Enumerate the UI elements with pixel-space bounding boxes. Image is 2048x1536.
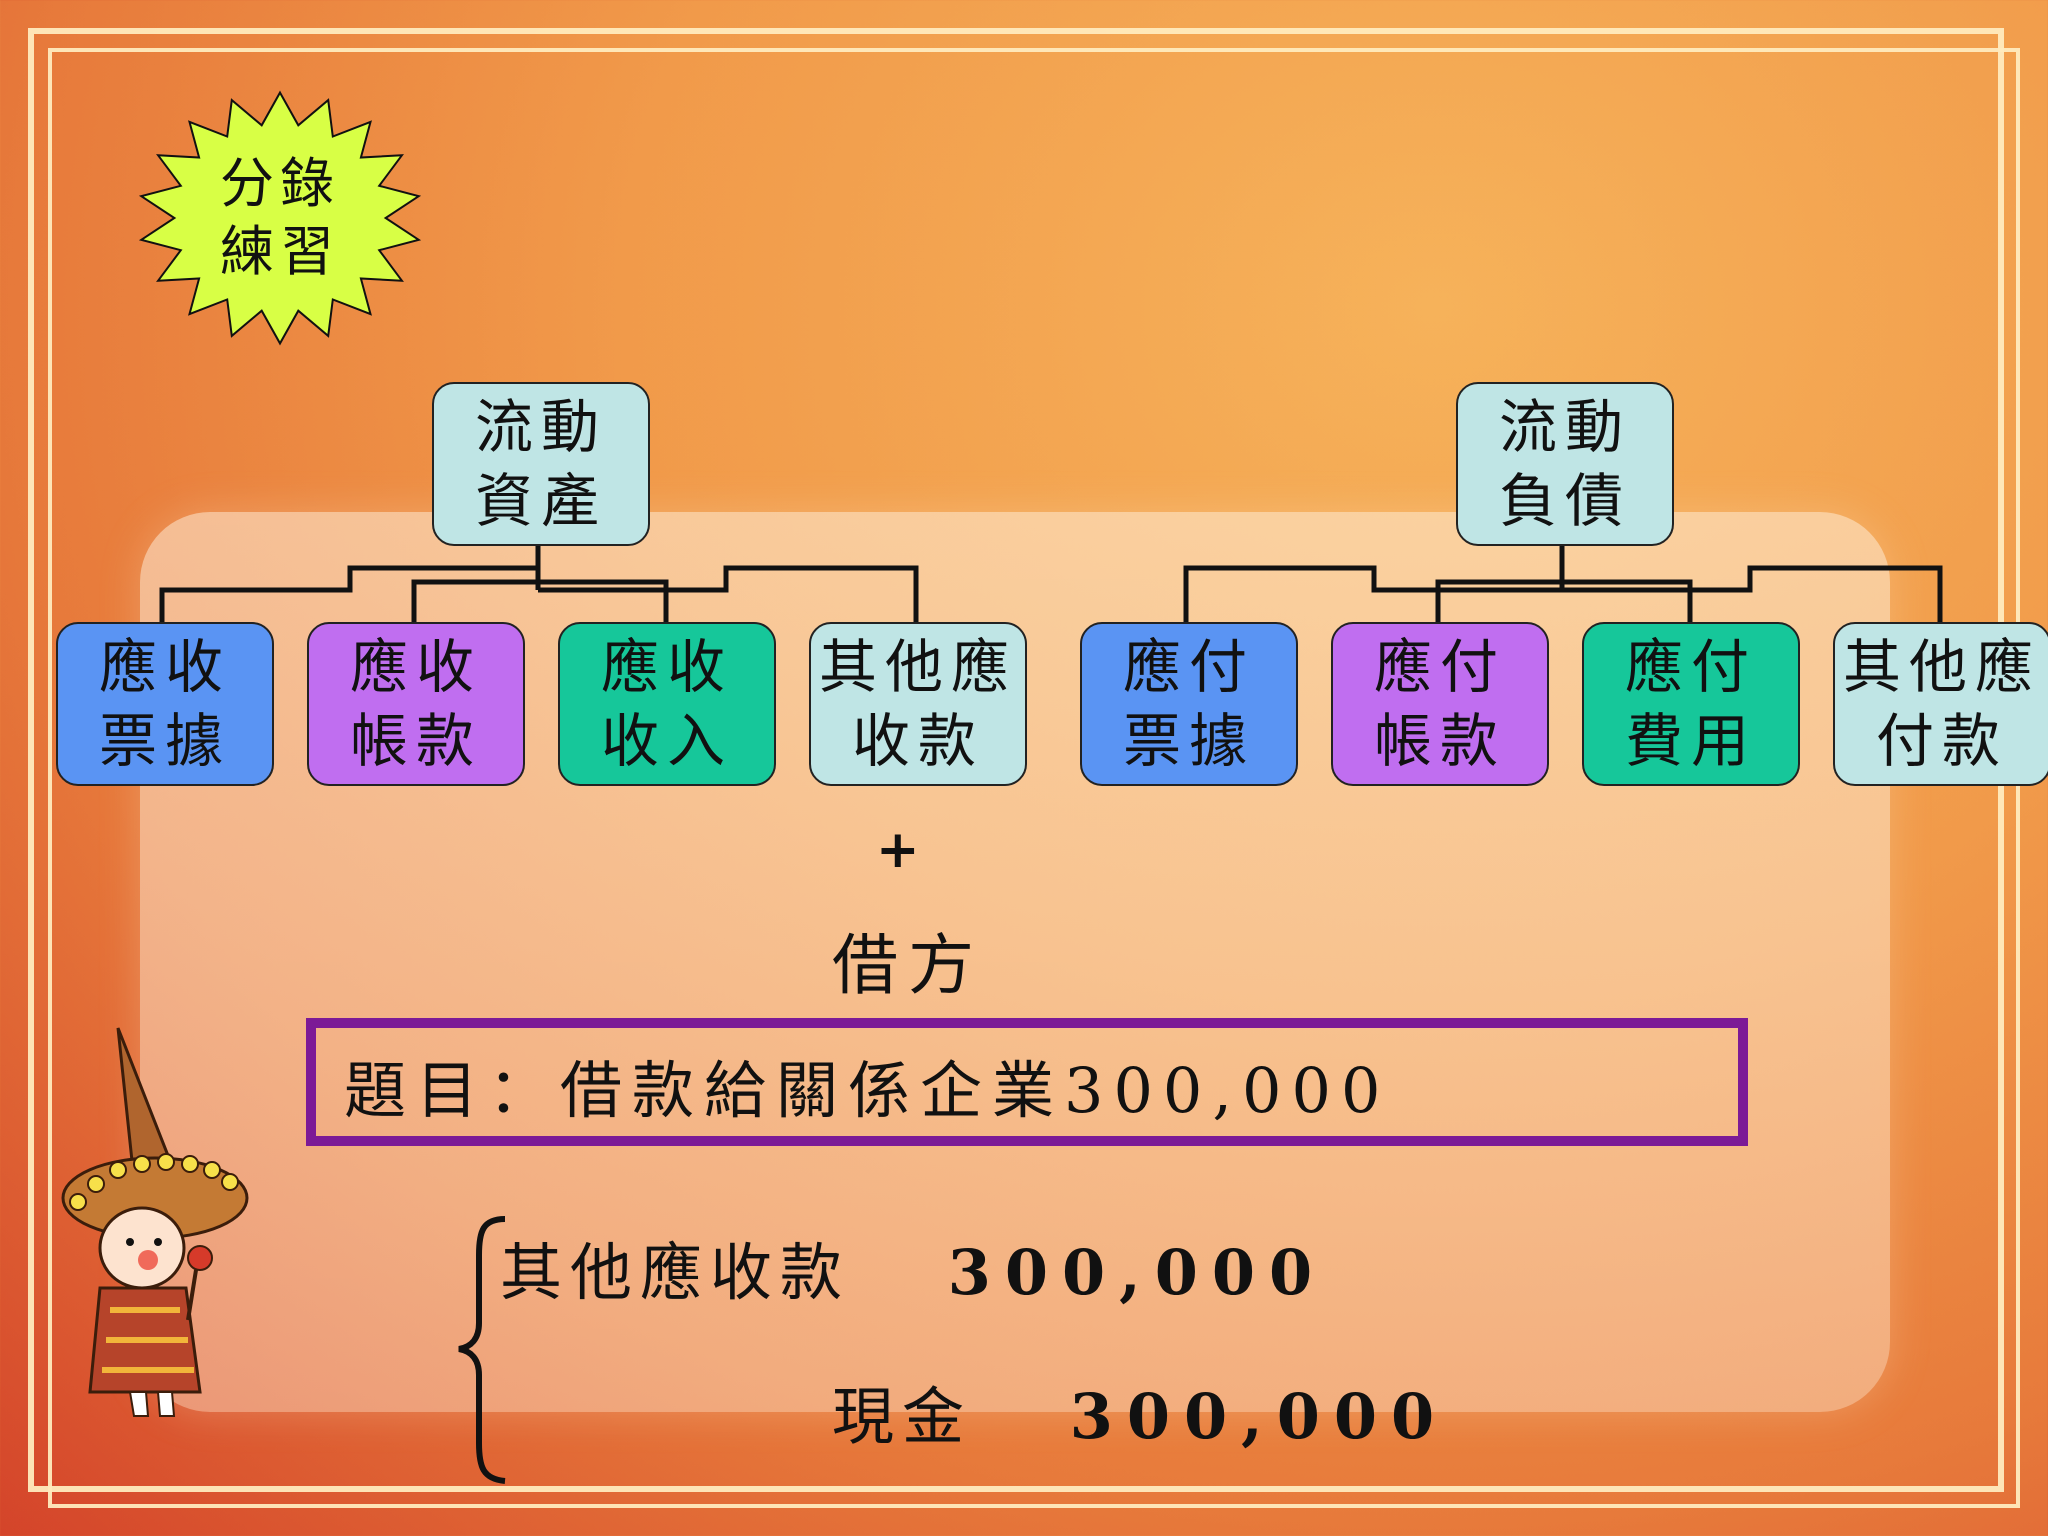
accrued-expenses-line-1: 應付 bbox=[1624, 632, 1757, 701]
revenue-receivable-line-2: 收入 bbox=[600, 707, 733, 775]
connector-liab-1 bbox=[1183, 565, 1562, 622]
debit-label: 借方 bbox=[832, 927, 984, 1004]
journal-entry-debit: 其他應收款 300,000 bbox=[500, 1222, 1326, 1312]
debit-amount: 300,000 bbox=[947, 1236, 1327, 1309]
other-payables-line-1: 其他應 bbox=[1842, 632, 2041, 701]
revenue-receivable-line-1: 應收 bbox=[600, 632, 733, 701]
question-text: 題目：借款給關係企業300,000 bbox=[344, 1054, 1391, 1127]
current-liabilities-line-1: 流動 bbox=[1498, 392, 1631, 461]
current-liabilities-line-2: 負債 bbox=[1498, 467, 1631, 535]
current-liabilities-box: 流動 負債 bbox=[1456, 382, 1674, 546]
debit-account: 其他應收款 bbox=[500, 1236, 851, 1309]
journal-entry-credit: 現金 300,000 bbox=[832, 1366, 1448, 1456]
brace-icon bbox=[458, 1216, 506, 1484]
accounts-receivable-line-2: 帳款 bbox=[349, 707, 482, 775]
credit-amount: 300,000 bbox=[1069, 1380, 1449, 1453]
connector-assets-2 bbox=[411, 579, 538, 622]
current-assets-line-2: 資產 bbox=[474, 467, 607, 535]
other-receivables-line-1: 其他應 bbox=[818, 632, 1017, 701]
notes-payable-line-2: 票據 bbox=[1122, 707, 1255, 775]
revenue-receivable-box: 應收 收入 bbox=[558, 622, 776, 786]
current-assets-line-1: 流動 bbox=[474, 392, 607, 461]
connector-assets-1 bbox=[159, 565, 538, 622]
notes-payable-line-1: 應付 bbox=[1122, 632, 1255, 701]
connector-liab-4 bbox=[1562, 565, 1943, 622]
accounts-payable-line-2: 帳款 bbox=[1373, 707, 1506, 775]
accrued-expenses-line-2: 費用 bbox=[1624, 707, 1757, 775]
accounts-payable-line-1: 應付 bbox=[1373, 632, 1506, 701]
badge-line-1: 分錄 bbox=[220, 152, 340, 215]
practice-badge: 分錄 練習 bbox=[130, 88, 430, 348]
sombrero-mascot-illustration bbox=[61, 1027, 249, 1417]
badge-line-2: 練習 bbox=[220, 220, 340, 283]
accrued-expenses-box: 應付 費用 bbox=[1582, 622, 1800, 786]
accounts-receivable-line-1: 應收 bbox=[349, 632, 482, 701]
current-assets-box: 流動 資產 bbox=[432, 382, 650, 546]
other-payables-line-2: 付款 bbox=[1875, 707, 2008, 775]
notes-receivable-line-2: 票據 bbox=[98, 707, 231, 775]
connector-assets-4 bbox=[538, 565, 919, 622]
other-receivables-box: 其他應 收款 bbox=[809, 622, 1027, 786]
other-payables-box: 其他應 付款 bbox=[1833, 622, 2048, 786]
notes-receivable-line-1: 應收 bbox=[98, 632, 231, 701]
other-receivables-line-2: 收款 bbox=[851, 707, 984, 775]
accounts-payable-box: 應付 帳款 bbox=[1331, 622, 1549, 786]
connector-liab-3 bbox=[1562, 579, 1693, 622]
question-box: 題目：借款給關係企業300,000 bbox=[306, 1018, 1748, 1146]
starburst-shape bbox=[138, 90, 422, 346]
connector-liab-2 bbox=[1435, 579, 1562, 622]
notes-payable-box: 應付 票據 bbox=[1080, 622, 1298, 786]
accounts-receivable-box: 應收 帳款 bbox=[307, 622, 525, 786]
increase-sign: + bbox=[876, 820, 920, 880]
credit-account: 現金 bbox=[832, 1380, 973, 1453]
connector-assets-3 bbox=[538, 579, 669, 622]
notes-receivable-box: 應收 票據 bbox=[56, 622, 274, 786]
